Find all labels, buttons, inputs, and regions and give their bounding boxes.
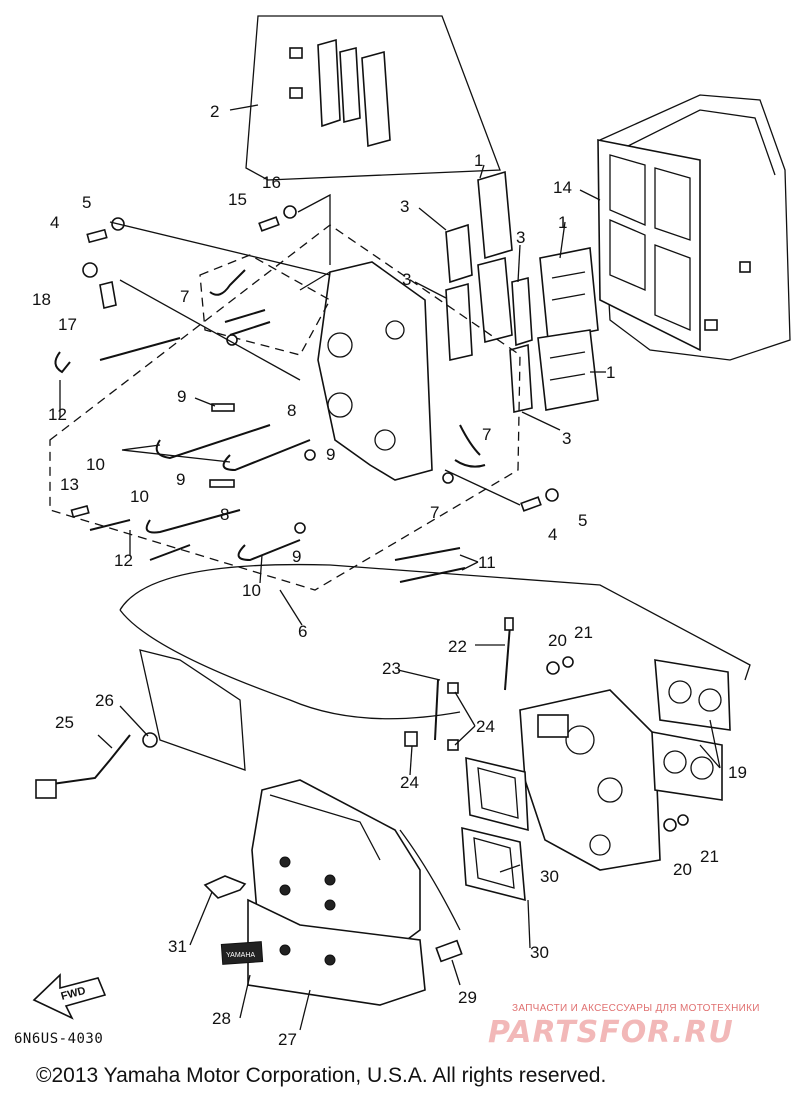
callout-14: 14 xyxy=(553,178,572,197)
callout-7: 7 xyxy=(430,503,439,522)
callout-20: 20 xyxy=(673,860,692,879)
misc-parts xyxy=(35,732,463,963)
carburetor-assembly xyxy=(519,689,661,871)
callout-3: 3 xyxy=(400,197,409,216)
callout-3: 3 xyxy=(402,270,411,289)
bolts-and-clips xyxy=(54,193,559,518)
callout-9: 9 xyxy=(326,445,335,464)
callout-31: 31 xyxy=(168,937,187,956)
callout-9: 9 xyxy=(292,547,301,566)
callout-10: 10 xyxy=(86,455,105,474)
callout-28: 28 xyxy=(212,1009,231,1028)
fwd-arrow-icon: FWD xyxy=(32,973,107,1020)
callout-26: 26 xyxy=(95,691,114,710)
linkages xyxy=(404,617,689,832)
reed-valve-assemblies xyxy=(477,170,599,411)
callout-3: 3 xyxy=(516,228,525,247)
callout-1: 1 xyxy=(558,213,567,232)
callout-6: 6 xyxy=(298,622,307,641)
callout-7: 7 xyxy=(482,425,491,444)
watermark-tagline: ЗАПЧАСТИ И АКСЕССУАРЫ ДЛЯ МОТОТЕХНИКИ xyxy=(512,1003,760,1014)
callout-15: 15 xyxy=(228,190,247,209)
watermark-logo: PARTSFOR.RU xyxy=(488,1015,734,1050)
callout-12: 12 xyxy=(114,551,133,570)
callout-16: 16 xyxy=(262,173,281,192)
callout-8: 8 xyxy=(287,401,296,420)
callout-1: 1 xyxy=(606,363,615,382)
callout-21: 21 xyxy=(700,847,719,866)
callout-10: 10 xyxy=(130,487,149,506)
copyright-notice: ©2013 Yamaha Motor Corporation, U.S.A. A… xyxy=(36,1064,607,1087)
emblem-text: YAMAHA xyxy=(226,952,255,959)
callout-5: 5 xyxy=(578,511,587,530)
intake-manifold xyxy=(299,261,433,481)
callout-19: 19 xyxy=(728,763,747,782)
callout-2: 2 xyxy=(210,102,219,121)
callout-20: 20 xyxy=(548,631,567,650)
callout-4: 4 xyxy=(548,525,557,544)
callout-22: 22 xyxy=(448,637,467,656)
callout-29: 29 xyxy=(458,988,477,1007)
callout-3: 3 xyxy=(562,429,571,448)
callout-7: 7 xyxy=(180,287,189,306)
diagram-code: 6N6US-4030 xyxy=(14,1031,104,1047)
callout-17: 17 xyxy=(58,315,77,334)
callout-numbers: 2 1 3 3 3 3 1 1 14 15 16 5 4 18 17 12 7 … xyxy=(32,102,747,1049)
reed-valve-kit-inset xyxy=(245,15,501,181)
silencer-cover-27 xyxy=(247,779,426,1006)
callout-4: 4 xyxy=(50,213,59,232)
lower-cover-outline xyxy=(119,563,751,931)
callout-27: 27 xyxy=(278,1030,297,1049)
callout-24: 24 xyxy=(400,773,419,792)
callout-23: 23 xyxy=(382,659,401,678)
leader-lines xyxy=(59,104,721,1031)
gasket-14 xyxy=(597,139,701,352)
callout-9: 9 xyxy=(177,387,186,406)
callout-5: 5 xyxy=(82,193,91,212)
callout-30: 30 xyxy=(540,867,559,886)
engine-block xyxy=(599,94,791,361)
exploded-parts-diagram: YAMAHA FWD xyxy=(32,15,791,1049)
callout-12: 12 xyxy=(48,405,67,424)
callout-1: 1 xyxy=(474,151,483,170)
callout-9: 9 xyxy=(176,470,185,489)
hoses-and-fittings xyxy=(89,269,486,583)
callout-25: 25 xyxy=(55,713,74,732)
yamaha-emblem-28: YAMAHA xyxy=(220,941,264,965)
gaskets-30 xyxy=(461,756,529,902)
callout-8: 8 xyxy=(220,505,229,524)
callout-18: 18 xyxy=(32,290,51,309)
callout-13: 13 xyxy=(60,475,79,494)
callout-11: 11 xyxy=(478,553,496,572)
callout-10: 10 xyxy=(242,581,261,600)
callout-24: 24 xyxy=(476,717,495,736)
callout-30: 30 xyxy=(530,943,549,962)
callout-21: 21 xyxy=(574,623,593,642)
gaskets-19 xyxy=(651,659,731,801)
gaskets-3 xyxy=(445,223,533,413)
